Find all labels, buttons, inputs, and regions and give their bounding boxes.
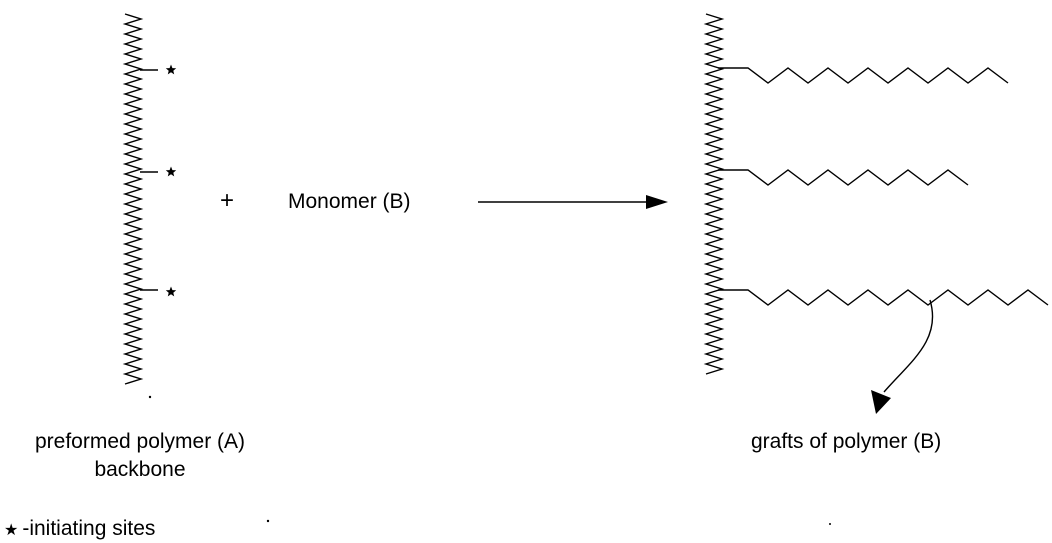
product-backbone bbox=[703, 13, 725, 375]
polymer-a-backbone bbox=[122, 13, 144, 385]
graft-chain-3 bbox=[718, 289, 1049, 306]
graft-chain-1 bbox=[718, 67, 1009, 84]
polymer-a-label: preformed polymer (A) backbone bbox=[8, 430, 272, 482]
reaction-arrowhead bbox=[646, 195, 668, 209]
grafts-label: grafts of polymer (B) bbox=[751, 430, 942, 453]
initiating-site-star bbox=[165, 166, 177, 177]
plus-sign: + bbox=[220, 187, 235, 214]
legend: ★-initiating sites bbox=[4, 517, 155, 543]
polymer-a-label-line2: backbone bbox=[94, 458, 186, 481]
polymer-a-label-line1: preformed polymer (A) bbox=[34, 430, 246, 453]
graft-pointer-arrowhead bbox=[871, 390, 891, 414]
graft-chain-2 bbox=[718, 169, 969, 186]
stray-dot bbox=[829, 523, 831, 525]
monomer-label: Monomer (B) bbox=[288, 190, 411, 213]
stray-dot bbox=[148, 395, 152, 399]
star-icon: ★ bbox=[4, 522, 19, 539]
legend-text: -initiating sites bbox=[22, 517, 156, 540]
stray-dot bbox=[266, 519, 270, 523]
initiating-site-star bbox=[165, 286, 177, 297]
initiating-site-star bbox=[165, 64, 177, 75]
graft-pointer-curve bbox=[883, 299, 934, 393]
